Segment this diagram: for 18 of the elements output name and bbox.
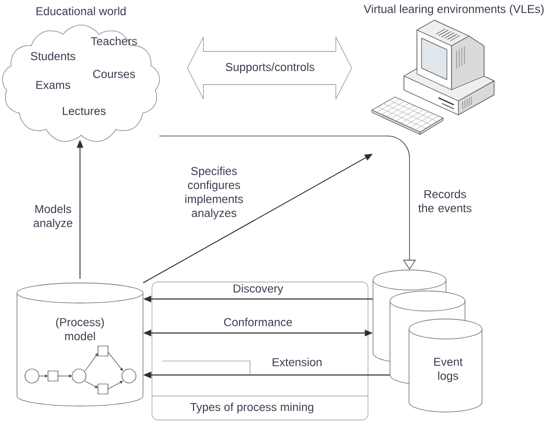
edge-label: Supports/controls — [226, 62, 314, 74]
block-arrow — [187, 36, 352, 100]
edge-label: Conformance — [224, 318, 292, 326]
edge-label: Specifies configures implements analyzes — [185, 166, 243, 220]
cloud-label: Teachers — [90, 36, 137, 46]
caption-cell: Types of process mining — [152, 396, 368, 420]
cloud-label: Students — [30, 52, 76, 60]
edge-label: Models analyze — [34, 204, 72, 230]
edge-label: Records the events — [418, 190, 472, 212]
edge-label: Extension — [272, 358, 322, 366]
database-cylinder: Event logs — [408, 318, 482, 412]
node-heading: Educational world — [36, 6, 126, 16]
cloud-label: Lectures — [62, 107, 106, 115]
cloud-label: Courses — [93, 70, 135, 78]
edge-label: Discovery — [234, 284, 284, 295]
cloud-label: Exams — [36, 81, 70, 89]
database-cylinder: (Process) model — [16, 282, 144, 406]
node-heading: Virtual learing environments (VLEs) — [364, 4, 544, 16]
